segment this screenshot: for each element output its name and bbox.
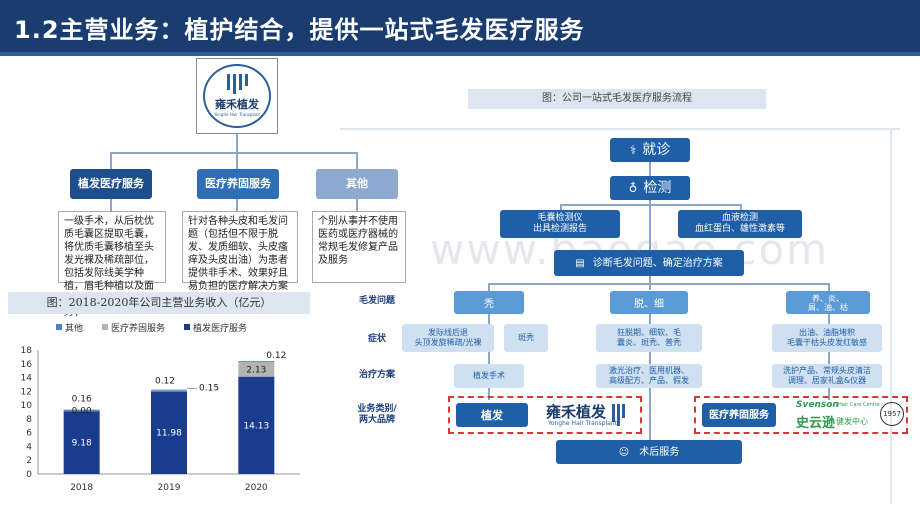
bar-segment — [151, 389, 187, 391]
legend-swatch — [56, 324, 62, 330]
stethoscope-icon: ♁ — [628, 180, 638, 195]
data-label: 0.00 — [72, 407, 92, 417]
legend-swatch — [102, 324, 108, 330]
flow-diagnose-label: 诊断毛发问题、确定治疗方案 — [592, 257, 723, 269]
report-icon: ▤ — [575, 257, 585, 269]
bar-segment — [63, 410, 100, 412]
data-label: 0.15 — [199, 384, 219, 394]
bar-segment — [151, 390, 187, 392]
row-label-treatment: 治疗方案 — [358, 370, 395, 380]
bar-segment — [238, 361, 275, 362]
y-tick-label: 2 — [26, 456, 32, 466]
brand-yonghe: 雍禾植发 — [546, 403, 607, 421]
data-label: 0.12 — [155, 377, 175, 387]
treatment-care: 洗护产品、常规头皮清洁 调理、居家礼盒&仪器 — [772, 364, 882, 388]
header-divider — [0, 52, 920, 56]
y-tick-label: 16 — [21, 360, 33, 370]
y-tick-label: 8 — [26, 415, 32, 425]
flow-diagnose: ▤ 诊断毛发问题、确定治疗方案 — [554, 250, 744, 276]
x-tick-label: 2019 — [158, 483, 181, 493]
logo-name: 雍禾植发 — [215, 98, 259, 111]
badge-1957: 1957 — [880, 402, 904, 426]
category-other: 其他 — [316, 169, 398, 199]
brand-svenson-en: Svenson — [796, 400, 839, 410]
company-logo: 雍禾植发 Yonghe Hair Transplant — [196, 58, 278, 134]
legend-label: 植发医疗服务 — [193, 322, 247, 334]
category-desc-other: 个别从事并不使用医药或医疗器械的常规毛发修复产品及服务 — [312, 211, 406, 283]
legend-label: 其他 — [65, 322, 83, 334]
flow-chart-title: 图：公司一站式毛发医疗服务流程 — [468, 89, 766, 109]
flow-test-blood: 血液检测 血红蛋白、雄性激素等 — [678, 210, 802, 238]
brand-box-svenson — [694, 396, 908, 434]
flow-test: ♁ 检测 — [610, 176, 690, 200]
business-transplant: 植发 — [456, 403, 528, 427]
brand-svenson-tail: 健发中心 — [836, 417, 868, 426]
bar-segment — [238, 376, 275, 474]
data-label: 9.18 — [72, 438, 92, 448]
revenue-bar-chart: 其他 医疗养固服务 植发医疗服务 0 2 4 6 8 10 12 14 16 18 9.18 0.00 0.1… — [21, 322, 300, 493]
y-tick-label: 0 — [26, 470, 32, 480]
bar-segment — [238, 361, 275, 377]
y-tick-label: 14 — [21, 374, 33, 384]
data-label: 14.13 — [243, 421, 269, 431]
legend-swatch — [184, 324, 190, 330]
legend-label: 医疗养固服务 — [111, 322, 165, 334]
flow-visit: ⚕ 就诊 — [610, 138, 690, 162]
y-tick-label: 18 — [21, 346, 33, 356]
bar-segment — [151, 391, 187, 474]
category-desc-hair-transplant: 一级手术，从后枕优质毛囊区提取毛囊，将优质毛囊移植至头发光裸及稀疏部位，包括发际… — [58, 211, 166, 318]
y-tick-label: 4 — [26, 442, 32, 452]
logo-mark-icon — [205, 74, 269, 94]
row-label-business: 业务类别/ 两大品牌 — [357, 404, 397, 425]
bar-segment — [63, 409, 100, 411]
y-tick-label: 10 — [21, 401, 33, 411]
bar-chart-title: 图：2018-2020年公司主营业务收入（亿元） — [8, 292, 310, 314]
data-label: 0.16 — [72, 395, 92, 405]
yonghe-mark-icon — [612, 404, 625, 426]
y-tick-label: 12 — [21, 387, 32, 397]
brand-svenson-sub: Hair Care Centre — [838, 402, 880, 408]
data-label: 0.12 — [266, 351, 286, 361]
data-label: 2.13 — [246, 365, 266, 375]
brand-box-yonghe — [448, 396, 642, 434]
page-title: 1.2主营业务：植护结合，提供一站式毛发医疗服务 — [0, 0, 920, 52]
symptom-scalp: 出油、油脂堵积 毛囊干枯头皮发红敏感 — [772, 324, 882, 352]
row-label-problem: 毛发问题 — [358, 296, 395, 306]
problem-bald: 秃 — [454, 291, 524, 314]
symptom-hairline: 发际线后退 头顶发旋稀疏/光裸 — [402, 324, 494, 352]
user-icon: ☺ — [618, 446, 630, 458]
symptom-alopecia: 斑秃 — [504, 324, 548, 352]
treatment-laser: 激光治疗、医用机器、 高级配方、产品、假发 — [596, 364, 702, 388]
flow-after-label: 术后服务 — [639, 446, 680, 458]
symptom-hair-loss: 狂脱期、细软、毛 囊炎、斑秃、普秃 — [596, 324, 702, 352]
problem-loss-thin: 脱、细 — [610, 291, 688, 314]
x-tick-label: 2020 — [245, 483, 268, 493]
data-label: 11.98 — [156, 429, 182, 439]
brand-yonghe-en: Yonghe Hair Transplant — [548, 420, 617, 427]
flow-test-follicle: 毛囊检测仪 出具检测报告 — [500, 210, 620, 238]
bar-segment — [63, 410, 100, 474]
category-desc-medical-care: 针对各种头皮和毛发问题（包括但不限于脱发、发质细软、头皮瘙痒及头皮出油）为患者提… — [182, 211, 298, 292]
flow-after-service: ☺ 术后服务 — [556, 440, 742, 464]
y-tick-label: 6 — [26, 429, 32, 439]
treatment-surgery: 植发手术 — [454, 364, 524, 388]
brand-svenson: 史云逊 — [796, 416, 836, 431]
logo-english: Yonghe Hair Transplant — [214, 112, 260, 117]
problem-scalp: 养、炎、 屑、油、枯 — [786, 291, 870, 314]
flow-visit-label: 就诊 — [642, 141, 671, 158]
x-tick-label: 2018 — [70, 483, 93, 493]
business-medical-care: 医疗养固服务 — [702, 403, 776, 427]
category-medical-care: 医疗养固服务 — [197, 169, 279, 199]
doctor-icon: ⚕ — [629, 142, 637, 157]
category-hair-transplant: 植发医疗服务 — [70, 169, 152, 199]
row-label-symptom: 症状 — [367, 334, 386, 344]
flow-test-label: 检测 — [643, 179, 672, 196]
